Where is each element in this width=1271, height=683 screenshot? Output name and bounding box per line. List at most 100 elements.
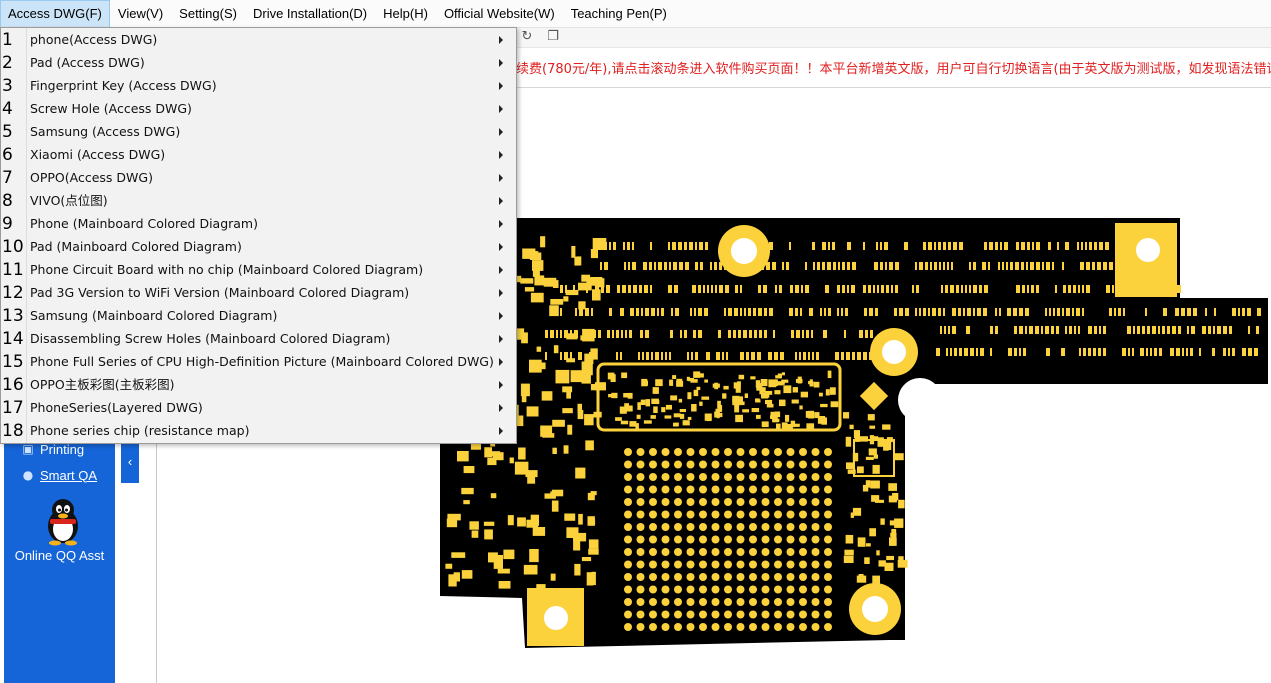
pcb-component: [857, 537, 866, 547]
pcb-component: [451, 552, 466, 558]
pcb-chip-pad: [755, 398, 760, 402]
pcb-pad: [616, 352, 618, 360]
copy-icon[interactable]: ❐: [547, 29, 559, 44]
menu-official-website[interactable]: Official Website(W): [443, 5, 555, 21]
pcb-component: [877, 437, 884, 447]
sidebar-smart-qa[interactable]: ● Smart QA: [20, 467, 97, 483]
pcb-chip-pad: [607, 372, 615, 380]
pcb-pad: [812, 242, 815, 250]
pcb-pad: [665, 352, 667, 360]
pcb-bga-ball: [799, 510, 807, 519]
pcb-bga-ball: [624, 460, 632, 469]
pcb-bga-ball: [761, 448, 770, 456]
pcb-chip-pad: [701, 396, 710, 400]
pcb-bga-ball: [686, 510, 695, 519]
menu-help[interactable]: Help(H): [383, 5, 428, 21]
pcb-pad: [1036, 285, 1039, 293]
pcb-bga-ball: [636, 498, 645, 506]
pcb-pad: [1077, 242, 1079, 250]
pcb-component: [549, 305, 559, 317]
pcb-pad: [726, 352, 728, 360]
pcb-pad: [820, 308, 822, 316]
pcb-pad: [1042, 262, 1044, 270]
menu-teaching-pen[interactable]: Teaching Pen(P): [570, 5, 667, 21]
pcb-bga-ball: [711, 535, 720, 544]
menu-access-dwg[interactable]: Access DWG(F): [0, 0, 110, 28]
pcb-pad: [1106, 285, 1110, 293]
dropdown-item-label: Samsung (Mainboard Colored Diagram): [30, 308, 278, 323]
pcb-pad: [695, 262, 698, 270]
pcb-component: [576, 256, 582, 266]
pcb-pad: [857, 352, 861, 360]
pcb-pad: [687, 352, 689, 360]
pcb-bga-ball: [674, 598, 682, 606]
notice-marquee-text[interactable]: 续费(780元/年),请点击滚动条进入软件购买页面！！本平台新增英文版，用户可自…: [516, 62, 1271, 77]
pcb-bga-ball: [661, 610, 670, 619]
pcb-pad: [690, 308, 692, 316]
pcb-pad: [1025, 326, 1027, 334]
pcb-chip-pad: [672, 375, 677, 379]
dropdown-item-label: VIVO(点位图): [30, 193, 108, 208]
pcb-pad: [811, 330, 813, 338]
dropdown-item-number: 15: [2, 352, 24, 372]
pcb-bga-ball: [711, 585, 720, 594]
pcb-bga-ball: [786, 535, 795, 544]
refresh-icon[interactable]: ↻: [521, 29, 533, 44]
pcb-bga-ball: [724, 485, 732, 494]
pcb-pad: [775, 285, 777, 293]
sidebar-qq-label[interactable]: Online QQ Asst: [14, 548, 105, 563]
pcb-component: [574, 563, 581, 576]
pcb-bga-ball: [624, 473, 632, 481]
pcb-chip-pad: [732, 395, 740, 403]
pcb-pad: [894, 308, 897, 316]
collapse-sidebar-button[interactable]: ‹: [121, 440, 139, 483]
pcb-pad: [668, 242, 670, 250]
pcb-chip-pad: [790, 420, 796, 428]
pcb-bga-ball: [699, 560, 707, 569]
pcb-bga-ball: [749, 460, 757, 469]
pcb-pad: [842, 285, 845, 293]
sidebar-smart-qa-label: Smart QA: [40, 467, 98, 483]
pcb-pad: [1088, 348, 1091, 356]
pcb-bga-ball: [749, 623, 757, 631]
menu-view[interactable]: View(V): [117, 5, 164, 21]
pcb-pad: [1030, 262, 1034, 270]
pcb-component: [544, 493, 556, 499]
qq-penguin-icon[interactable]: [42, 496, 84, 546]
pcb-pad: [936, 348, 940, 356]
pcb-bga-ball: [661, 623, 670, 631]
pcb-pad: [905, 308, 909, 316]
pcb-bga-ball: [749, 573, 757, 581]
pcb-component: [491, 451, 501, 456]
pcb-component: [843, 555, 854, 563]
dropdown-item-number: 5: [2, 122, 13, 142]
menu-drive-installation[interactable]: Drive Installation(D): [252, 5, 368, 21]
sidebar-printing[interactable]: ▣ Printing: [20, 441, 84, 457]
pcb-pad: [973, 262, 976, 270]
pcb-pad: [1027, 285, 1029, 293]
pcb-pad: [965, 285, 967, 293]
pcb-component: [872, 464, 880, 474]
pcb-pad: [1019, 308, 1023, 316]
menu-setting[interactable]: Setting(S): [179, 5, 237, 21]
pcb-pad: [1006, 262, 1008, 270]
